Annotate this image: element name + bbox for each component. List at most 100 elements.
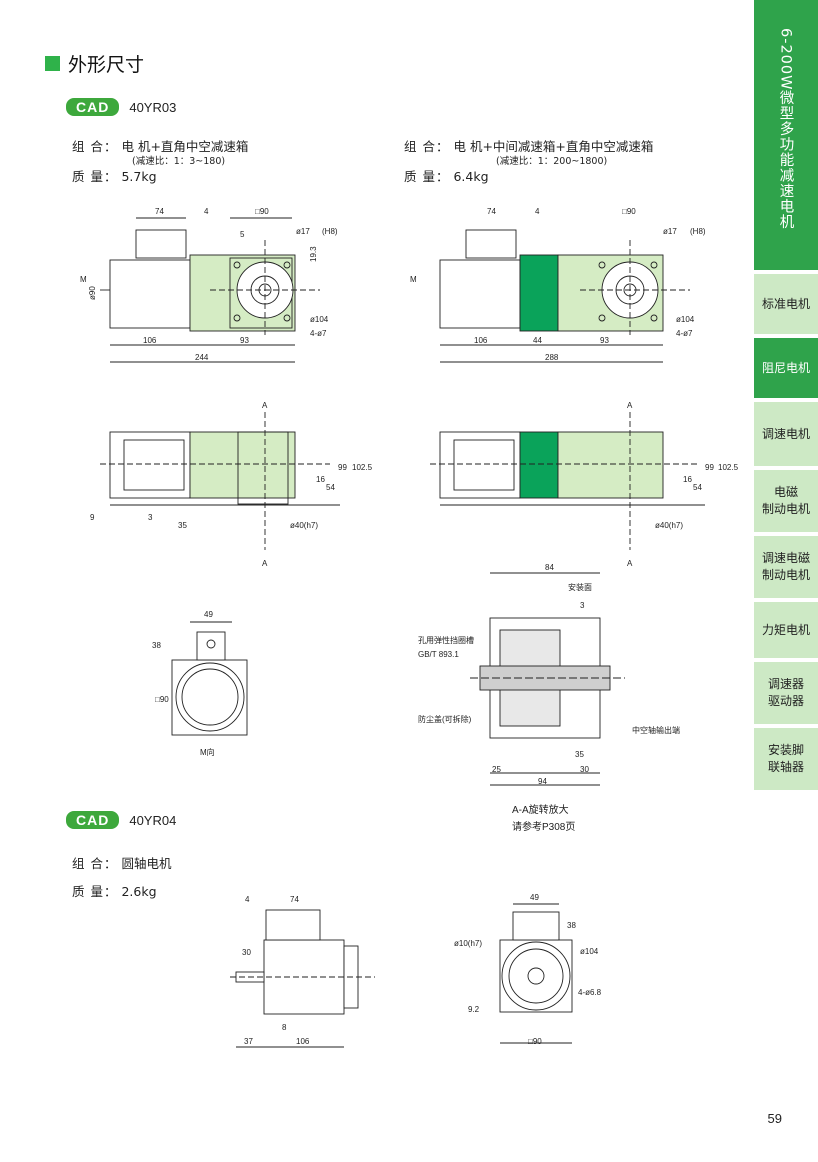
- retaining-ring-label: 孔用弹性挡圈槽: [418, 635, 474, 645]
- drawing-top-right: [430, 412, 705, 550]
- dim-288: 288: [545, 353, 559, 362]
- model-name: 40YR04: [129, 812, 177, 828]
- aa-reference: 请参考P308页: [512, 820, 575, 833]
- dust-cover-label: 防尘盖(可拆除): [418, 714, 472, 724]
- dim-74: 74: [155, 207, 164, 216]
- dim-35: 35: [178, 521, 187, 530]
- section-a-top: A: [262, 401, 268, 410]
- combo-label: 组 合：: [404, 139, 450, 154]
- dim-40h7: ø40(h7): [655, 521, 683, 530]
- ratio-note: (减速比：1：3~180): [132, 156, 226, 167]
- dim-40h7: ø40(h7): [290, 521, 318, 530]
- drawing-40yr03-side-labels: 74 4 □90 5 ø17 (H8) M ø104 4-ø7 106 93 2…: [80, 207, 338, 362]
- drawing-round-front-labels: 49 38 ø10(h7) ø104 4-ø6.8 9.2 □90: [454, 893, 602, 1046]
- dim-30: 30: [242, 948, 251, 957]
- cad-header-40yr04: CAD 40YR04: [66, 811, 176, 829]
- spec-left: 组 合： 电 机+直角中空减速箱 (减速比：1：3~180) 质 量： 5.7k…: [72, 137, 248, 186]
- dim-93: 93: [600, 336, 609, 345]
- dim-102-5: 102.5: [718, 463, 739, 472]
- spec-round: 组 合： 圆轴电机 质 量： 2.6kg: [72, 850, 171, 906]
- dim-104: ø104: [310, 315, 329, 324]
- cad-badge[interactable]: CAD: [66, 98, 120, 116]
- mass-value: 2.6kg: [121, 884, 157, 899]
- sidebar-item-standard-motor[interactable]: 标准电机: [754, 274, 818, 334]
- combo-value: 圆轴电机: [121, 856, 172, 871]
- technical-drawings: 74 4 □90 5 ø17 (H8) M ø104 4-ø7 106 93 2…: [80, 207, 739, 1048]
- drawing-m-view: [171, 621, 248, 736]
- section-title-text: 外形尺寸: [68, 54, 145, 76]
- dim-3-5: 35: [575, 750, 584, 759]
- mount-face-label: 安装面: [568, 582, 592, 592]
- mass-label: 质 量：: [72, 169, 118, 184]
- sidebar-item-damping-motor[interactable]: 阻尼电机: [754, 338, 818, 398]
- drawing-top-left: [100, 412, 340, 550]
- dim-9: 9: [90, 513, 95, 522]
- dim-90sq: □90: [155, 695, 169, 704]
- dim-38: 38: [567, 921, 576, 930]
- mass-label: 质 量：: [72, 884, 118, 899]
- dim-19-3: 19.3: [309, 246, 318, 262]
- sidebar-item-brake-motor[interactable]: 电磁 制动电机: [754, 470, 818, 532]
- dim-49: 49: [530, 893, 539, 902]
- drawing-40yr03-mid-side: [439, 229, 690, 363]
- dim-74: 74: [487, 207, 496, 216]
- sidebar-item-speed-brake-motor[interactable]: 调速电磁 制动电机: [754, 536, 818, 598]
- cad-header-40yr03: CAD 40YR03: [66, 98, 176, 116]
- section-a-top: A: [627, 401, 633, 410]
- sidebar-item-speed-motor[interactable]: 调速电机: [754, 402, 818, 466]
- dim-9-2: 9.2: [468, 1005, 480, 1014]
- dim-3: 3: [580, 601, 585, 610]
- dim-4-6-8: 4-ø6.8: [578, 988, 602, 997]
- cad-badge[interactable]: CAD: [66, 811, 120, 829]
- page-number: 59: [767, 1111, 782, 1126]
- dim-104: ø104: [580, 947, 599, 956]
- dim-4: 4: [245, 895, 250, 904]
- dim-5: 5: [240, 230, 245, 239]
- sidebar-item-torque-motor[interactable]: 力矩电机: [754, 602, 818, 658]
- dim-4-7: 4-ø7: [676, 329, 693, 338]
- dim-99: 99: [705, 463, 714, 472]
- dim-10h7: ø10(h7): [454, 939, 482, 948]
- dim-m: M: [410, 275, 417, 284]
- dim-94: 94: [538, 777, 547, 786]
- ratio-note: (减速比：1：200~1800): [496, 156, 608, 167]
- dim-90sq: □90: [622, 207, 636, 216]
- drawing-round-side: [230, 909, 375, 1048]
- drawing-round-front: [499, 903, 573, 1044]
- dim-102-5: 102.5: [352, 463, 373, 472]
- dim-49: 49: [204, 610, 213, 619]
- mass-label: 质 量：: [404, 169, 450, 184]
- sidebar-item-mount-coupling[interactable]: 安装脚 联轴器: [754, 728, 818, 790]
- section-title: 外形尺寸: [45, 50, 144, 77]
- hollow-shaft-end-label: 中空轴输出端: [632, 725, 680, 735]
- dim-54: 54: [326, 483, 335, 492]
- title-square-icon: [45, 56, 60, 71]
- mass-value: 6.4kg: [453, 169, 489, 184]
- dim-99: 99: [338, 463, 347, 472]
- dim-38: 38: [152, 641, 161, 650]
- dim-3: 3: [148, 513, 153, 522]
- dim-m: M: [80, 275, 87, 284]
- dim-4: 4: [204, 207, 209, 216]
- dim-104: ø104: [676, 315, 695, 324]
- dim-8: 8: [282, 1023, 287, 1032]
- dim-h8: (H8): [690, 227, 706, 236]
- combo-label: 组 合：: [72, 856, 118, 871]
- section-a-bottom: A: [262, 559, 268, 568]
- dim-16: 16: [683, 475, 692, 484]
- dim-4: 4: [535, 207, 540, 216]
- dim-106: 106: [143, 336, 157, 345]
- dim-244: 244: [195, 353, 209, 362]
- dim-16: 16: [316, 475, 325, 484]
- dim-17: ø17: [296, 227, 310, 236]
- dim-93: 93: [240, 336, 249, 345]
- sidebar: 6-200W微型多功能减速电机 标准电机 阻尼电机 调速电机 电磁 制动电机 调…: [754, 0, 818, 800]
- dim-84: 84: [545, 563, 554, 572]
- sidebar-item-controller[interactable]: 调速器 驱动器: [754, 662, 818, 724]
- drawing-40yr03-mid-labels: 74 4 □90 ø17 (H8) ø104 4-ø7 106 44 93 28…: [410, 207, 706, 362]
- drawing-round-side-labels: 4 74 30 8 37 106: [242, 895, 310, 1046]
- dim-54: 54: [693, 483, 702, 492]
- drawing-40yr03-side: [100, 217, 320, 363]
- sidebar-main-title: 6-200W微型多功能减速电机: [754, 0, 818, 270]
- aa-title: A-A旋转放大: [512, 803, 569, 816]
